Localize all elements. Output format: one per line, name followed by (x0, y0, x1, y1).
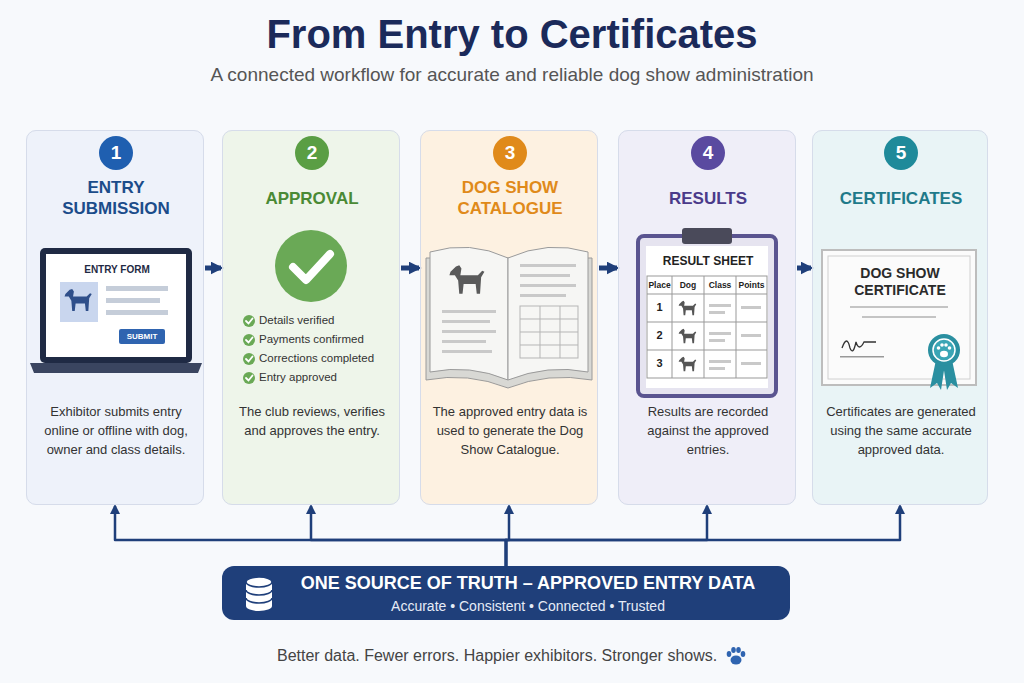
step-number: 3 (493, 136, 527, 170)
catalogue-illustration (426, 247, 592, 388)
node-heading: 3 (493, 136, 527, 170)
node-heading: RESULTS (629, 175, 787, 223)
clipboard-illustration (638, 228, 776, 396)
node-heading: 4 (691, 136, 725, 170)
paw-icon (725, 646, 747, 666)
node-heading: ENTRY SUBMISSION (37, 175, 195, 223)
node-heading: 5 (884, 136, 918, 170)
data-feed-arrow (506, 506, 707, 566)
step-card: CERTIFICATES Certificates are generated u… (812, 130, 988, 505)
certificate-illustration (822, 250, 976, 390)
node-heading: 2 (295, 136, 329, 170)
card-grounds (26, 130, 988, 620)
source-of-truth-band: ONE SOURCE OF TRUTH – APPROVED ENTRY DAT… (222, 566, 790, 620)
submit-button: SUBMIT (119, 329, 165, 344)
diagram-title: From Entry to Certificates (0, 12, 1024, 57)
node-body: Certificates are generated using the sam… (823, 403, 979, 460)
data-feed-arrow (311, 506, 506, 566)
node-heading: ONE SOURCE OF TRUTH – APPROVED ENTRY DAT… (278, 573, 778, 594)
node-heading: CERTIFICATES (823, 175, 979, 223)
checklist-item: Entry approved (259, 371, 399, 383)
node-heading: 1 (99, 136, 133, 170)
node-body: Accurate • Consistent • Connected • Trus… (278, 598, 778, 614)
subtitle: A connected workflow for accurate and re… (0, 64, 1024, 86)
flow-arrow (599, 266, 617, 271)
flow-arrow (797, 266, 811, 271)
laptop-screen: ENTRY FORM SUBMIT (47, 255, 187, 358)
step-card: ENTRY SUBMISSION Exhibitor submits entry … (26, 130, 204, 505)
database-icon (246, 577, 272, 611)
table-cell: Points (736, 280, 767, 290)
table-cell: Dog (672, 280, 704, 290)
table-cell: 3 (647, 357, 672, 369)
node-body: Exhibitor submits entry online or offlin… (37, 403, 195, 460)
node-heading: ENTRY FORM (47, 264, 187, 275)
table-cell: Class (704, 280, 736, 290)
table-cell: 1 (647, 301, 672, 313)
flow-arrow (205, 266, 221, 271)
checklist-item: Corrections completed (259, 352, 399, 364)
result-sheet: RESULT SHEET (639, 237, 777, 397)
table-cell: Place (647, 280, 672, 290)
step-card: DOG SHOW CATALOGUE The approved entry dat… (420, 130, 598, 505)
node-heading: DOG SHOW CERTIFICATE (838, 265, 962, 299)
data-feed-arrow (506, 506, 900, 566)
step-card: RESULTS Results are recorded against the … (618, 130, 796, 505)
step-number: 4 (691, 136, 725, 170)
node-body: Results are recorded against the approve… (629, 403, 787, 460)
step-number: 1 (99, 136, 133, 170)
node-heading: APPROVAL (233, 175, 391, 223)
checklist-item: Details verified (259, 314, 399, 326)
checklist-item: Payments confirmed (259, 333, 399, 345)
node-heading: SUBMIT (119, 329, 165, 344)
caption: Better data. Fewer errors. Happier exhib… (277, 647, 717, 665)
step-number: 2 (295, 136, 329, 170)
certificate: DOG SHOW CERTIFICATE (823, 251, 977, 386)
node-body: The approved entry data is used to gener… (431, 403, 589, 460)
step-number: 5 (884, 136, 918, 170)
laptop-illustration (30, 248, 202, 373)
data-feed-arrow (115, 506, 506, 566)
node-body: The club reviews, verifies and approves … (233, 403, 391, 441)
node-heading: RESULT SHEET (639, 254, 777, 268)
table-cell: 2 (647, 329, 672, 341)
flow-arrow (401, 266, 419, 271)
node-heading: DOG SHOW CATALOGUE (431, 175, 589, 223)
